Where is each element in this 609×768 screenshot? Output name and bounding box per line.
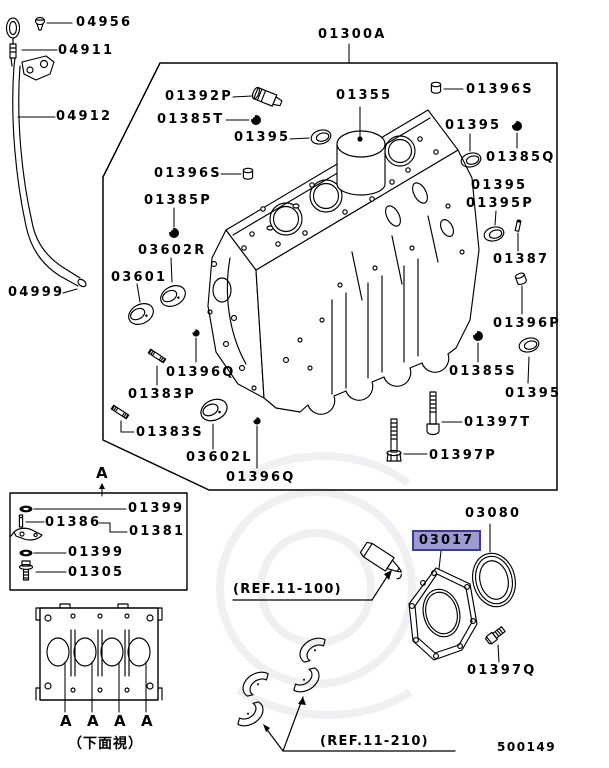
callout-01383P[interactable]: 01383P (128, 387, 196, 402)
ref-note-11-100: (REF.11-100) (233, 582, 342, 597)
cup-plug-side-icon (242, 167, 254, 180)
callout-03017-selected[interactable]: 03017 (412, 530, 481, 551)
inset-box (9, 492, 188, 591)
bolt-icon (386, 418, 402, 462)
ball-plug-icon (511, 120, 523, 132)
callout-01399-bottom[interactable]: 01399 (68, 545, 125, 560)
bottom-view-caption: （下面視） (68, 736, 143, 752)
callout-01395-b[interactable]: 01395 (445, 118, 502, 133)
callout-01397Q[interactable]: 01397Q (467, 663, 537, 678)
screw-icon (34, 16, 46, 31)
main-frame (102, 62, 558, 491)
callout-01399-top[interactable]: 01399 (128, 501, 185, 516)
pin-icon (18, 514, 24, 528)
callout-04911[interactable]: 04911 (58, 43, 115, 58)
o-ring-icon (18, 505, 34, 513)
sealant-tube-icon (359, 541, 403, 580)
callout-04956[interactable]: 04956 (76, 15, 133, 30)
cup-plug-icon (482, 224, 506, 244)
ref-note-11-210: (REF.11-210) (320, 734, 429, 749)
callout-03602L[interactable]: 03602L (186, 450, 253, 465)
pin-plug-icon (514, 219, 522, 232)
diagram-code: 500149 (497, 740, 557, 754)
callout-01381[interactable]: 01381 (129, 524, 186, 539)
bearing-bushing-icon (196, 394, 232, 426)
taper-plug-icon (251, 86, 283, 107)
gauge-tube-icon (12, 55, 87, 288)
callout-03080[interactable]: 03080 (465, 506, 522, 521)
oil-seal-icon (472, 552, 516, 608)
o-ring-icon (18, 549, 34, 557)
engine-block-bottom-view-icon (35, 603, 163, 701)
bottom-view-marker-a4: A (141, 712, 153, 730)
callout-03601[interactable]: 03601 (111, 270, 168, 285)
callout-01300A[interactable]: 01300A (318, 27, 387, 42)
callout-01396P[interactable]: 01396P (493, 316, 561, 331)
dipstick-icon (5, 17, 21, 67)
callout-01396Q-lower[interactable]: 01396Q (226, 470, 296, 485)
callout-03602R[interactable]: 03602R (138, 243, 207, 258)
callout-01396Q-upper[interactable]: 01396Q (166, 365, 236, 380)
bottom-view-marker-a2: A (87, 712, 99, 730)
stud-icon (110, 404, 130, 420)
engine-block-icon (207, 109, 480, 415)
stud-icon (147, 348, 167, 364)
callout-01387[interactable]: 01387 (493, 252, 550, 267)
callout-04912[interactable]: 04912 (56, 109, 113, 124)
callout-01385Q[interactable]: 01385Q (486, 150, 556, 165)
bottom-view-marker-a1: A (60, 712, 72, 730)
callout-01397T[interactable]: 01397T (464, 415, 532, 430)
callout-01392P[interactable]: 01392P (165, 89, 233, 104)
callout-01383S[interactable]: 01383S (136, 425, 204, 440)
bolt-icon (485, 626, 506, 645)
bolt-icon (426, 391, 440, 436)
callout-01395-a[interactable]: 01395 (234, 130, 291, 145)
ball-plug-icon (250, 114, 262, 126)
clip-icon (10, 527, 43, 541)
cup-plug-side-icon (514, 271, 528, 287)
seal-retainer-plate-icon (408, 567, 478, 661)
callout-01385T[interactable]: 01385T (157, 112, 225, 127)
callout-04999[interactable]: 04999 (8, 285, 65, 300)
bottom-view-marker-a3: A (114, 712, 126, 730)
callout-01396S-right[interactable]: 01396S (466, 82, 534, 97)
ball-plug-icon (252, 416, 262, 426)
bearing-bushing-icon (156, 280, 190, 312)
section-marker-a: A (96, 464, 108, 482)
callout-01395-c[interactable]: 01395 (471, 178, 528, 193)
cylinder-01355-icon (336, 130, 386, 196)
callout-01385S[interactable]: 01385S (449, 364, 517, 379)
callout-01355[interactable]: 01355 (336, 88, 393, 103)
ball-plug-icon (472, 330, 484, 342)
bearing-bushing-icon (124, 298, 158, 330)
cup-plug-side-icon (430, 81, 442, 94)
ball-plug-icon (168, 227, 180, 239)
callout-01385P[interactable]: 01385P (144, 193, 212, 208)
cup-plug-icon (309, 127, 333, 147)
callout-01395-d[interactable]: 01395 (505, 386, 562, 401)
callout-01396S-left[interactable]: 01396S (154, 166, 222, 181)
bolt-icon (18, 560, 34, 581)
leader-lines (17, 22, 530, 713)
callout-01395P[interactable]: 01395P (466, 196, 534, 211)
callout-01305[interactable]: 01305 (68, 565, 125, 580)
callout-01386[interactable]: 01386 (45, 515, 102, 530)
ball-plug-icon (191, 328, 201, 338)
callout-01397P[interactable]: 01397P (429, 448, 497, 463)
cup-plug-icon (517, 335, 541, 355)
